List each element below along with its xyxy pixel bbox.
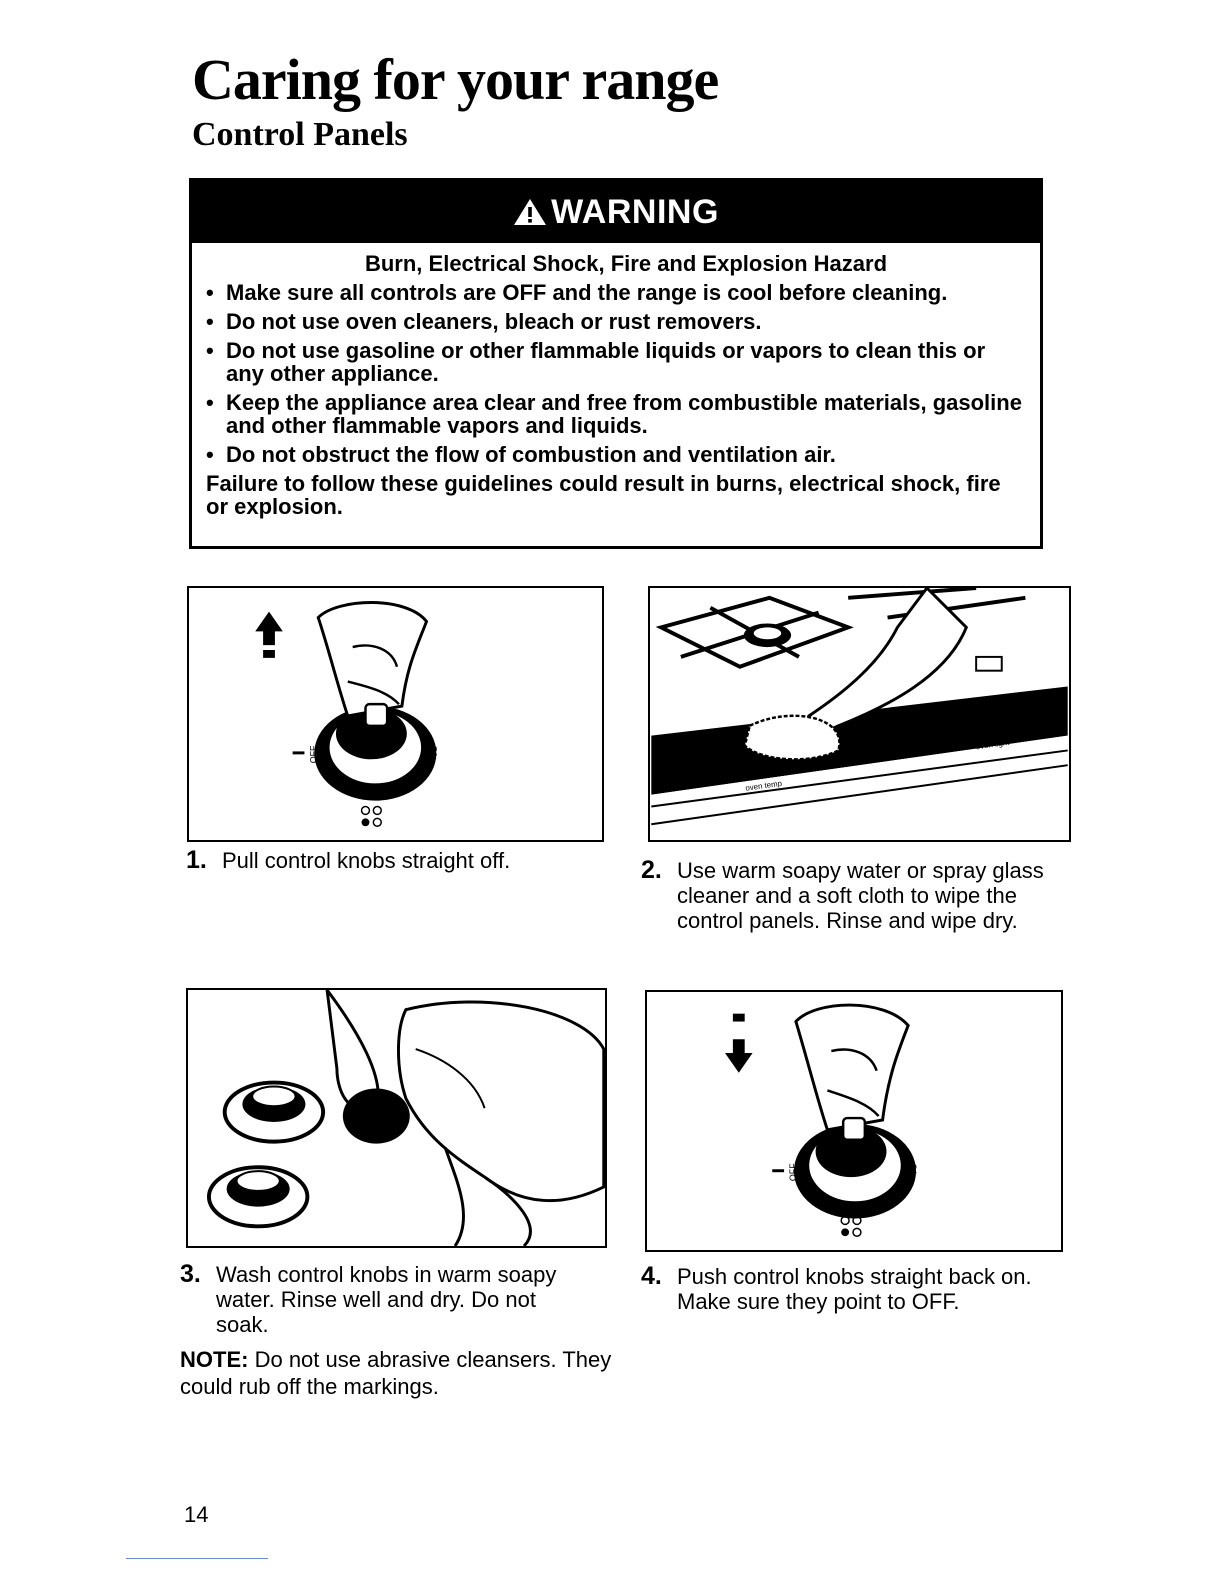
step-number: 2.	[641, 856, 662, 884]
page-title: Caring for your range	[192, 47, 719, 112]
svg-text:OFF: OFF	[308, 745, 318, 763]
warning-box: WARNING Burn, Electrical Shock, Fire and…	[189, 178, 1043, 549]
warning-item: Make sure all controls are OFF and the r…	[206, 281, 1028, 304]
warning-item: Do not use gasoline or other flammable l…	[206, 339, 1028, 385]
step-number: 4.	[641, 1262, 662, 1290]
section-subtitle: Control Panels	[192, 116, 408, 153]
warning-triangle-icon	[514, 199, 547, 225]
step-text: Push control knobs straight back on. Mak…	[677, 1264, 1032, 1314]
warning-item: Do not obstruct the flow of combustion a…	[206, 443, 1028, 466]
svg-text:OFF: OFF	[788, 1163, 798, 1181]
step-number: 1.	[186, 846, 207, 874]
figure-wipe-panel: oven temp oven light	[648, 586, 1071, 842]
step-text: Use warm soapy water or spray glass clea…	[677, 858, 1044, 933]
warning-header: WARNING	[192, 181, 1040, 243]
figure-push-knob: OFF O1	[645, 990, 1063, 1252]
step-3: 3. Wash control knobs in warm soapy wate…	[180, 1260, 560, 1338]
note: NOTE: Do not use abrasive cleansers. The…	[180, 1346, 620, 1400]
svg-text:O1: O1	[428, 746, 438, 758]
step-text: Wash control knobs in warm soapy water. …	[216, 1262, 557, 1337]
warning-header-label: WARNING	[551, 192, 719, 231]
figure-pull-knob: OFF O1	[187, 586, 604, 842]
hazard-title: Burn, Electrical Shock, Fire and Explosi…	[364, 251, 888, 276]
svg-text:O1: O1	[908, 1163, 918, 1175]
arrow-down-icon	[725, 1013, 753, 1073]
arrow-up-icon	[255, 611, 283, 658]
warning-item: Do not use oven cleaners, bleach or rust…	[206, 310, 1028, 333]
step-text: Pull control knobs straight off.	[222, 848, 511, 873]
step-number: 3.	[180, 1260, 201, 1288]
figure-wash-knobs	[186, 988, 607, 1248]
footer-rule	[126, 1558, 268, 1559]
page-number: 14	[184, 1502, 209, 1527]
step-1: 1. Pull control knobs straight off.	[186, 846, 586, 874]
warning-footer: Failure to follow these guidelines could…	[206, 471, 1001, 519]
note-text: Do not use abrasive cleansers. They coul…	[180, 1347, 612, 1399]
warning-list: Make sure all controls are OFF and the r…	[192, 281, 1040, 466]
warning-item: Keep the appliance area clear and free f…	[206, 391, 1028, 437]
step-2: 2. Use warm soapy water or spray glass c…	[641, 856, 1061, 934]
note-label: NOTE:	[180, 1347, 249, 1372]
step-4: 4. Push control knobs straight back on. …	[641, 1262, 1061, 1315]
